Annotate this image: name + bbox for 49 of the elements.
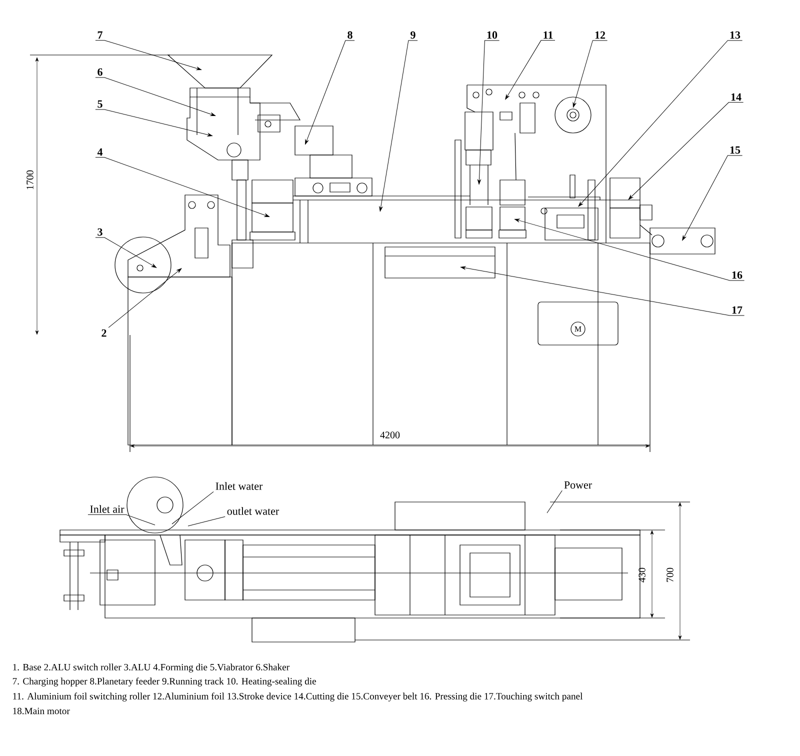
callout-text: Power [564, 481, 592, 489]
parts-list-line: 1. Base 2.ALU switch roller 3.ALU 4.Forming die 5.Viabrator 6.Shaker [13, 664, 290, 672]
leader-line [505, 40, 556, 100]
callout-number: 11 [544, 31, 553, 39]
leader-line [95, 237, 157, 268]
callout-text: Inlet water [216, 482, 263, 490]
leader-line [578, 40, 743, 207]
callout-number: 9 [410, 31, 416, 39]
leader-line [478, 40, 500, 184]
leader-line [514, 218, 745, 281]
leader-line [682, 155, 743, 241]
parts-list-line: 11. Aluminium foil switching roller 12.Aluminium foil 13.Stroke device 14.Cutting die 15.Conveyer belt 16. Pressing die 17.Touching switch panel [13, 692, 583, 702]
callout-text: Inlet air [90, 505, 124, 513]
callout-number: 6 [98, 68, 102, 76]
leader-line [546, 490, 562, 514]
leader-line [572, 40, 608, 108]
motor-symbol: M [574, 326, 582, 332]
leader-line [108, 268, 182, 328]
leader-line [460, 266, 745, 316]
callout-text: outlet water [227, 507, 280, 515]
leader-line [88, 514, 156, 526]
callout-number: 10 [487, 31, 498, 39]
dimension-label: 1700 [26, 170, 34, 190]
leader-line [95, 157, 270, 217]
parts-list-line: 18.Main motor [13, 708, 70, 714]
leader-line [172, 491, 214, 524]
leader-line [188, 516, 226, 526]
callout-number: 7 [98, 31, 102, 39]
dimension-label: 700 [666, 568, 674, 582]
dimension-label: 430 [638, 568, 646, 582]
parts-list-line: 7. Charging hopper 8.Planetary feeder 9.Running track 10. Heating-sealing die [12, 678, 316, 686]
leader-line [305, 40, 355, 145]
leader-line [95, 109, 212, 136]
leader-line [628, 102, 744, 200]
callout-number: 2 [102, 329, 106, 337]
callout-number: 16 [732, 271, 742, 279]
callout-number: 8 [348, 31, 352, 39]
leader-line [95, 77, 216, 116]
callout-number: 14 [731, 93, 742, 101]
callout-number: 17 [732, 306, 742, 314]
callout-number: 3 [98, 228, 102, 236]
callout-number: 5 [98, 100, 102, 108]
callout-number: 12 [595, 31, 606, 39]
callout-number: 15 [730, 146, 740, 154]
dimension-label: 4200 [380, 432, 400, 438]
callout-number: 13 [730, 31, 740, 39]
leader-line [95, 40, 202, 70]
leader-line [379, 40, 418, 212]
callout-number: 4 [97, 148, 103, 156]
